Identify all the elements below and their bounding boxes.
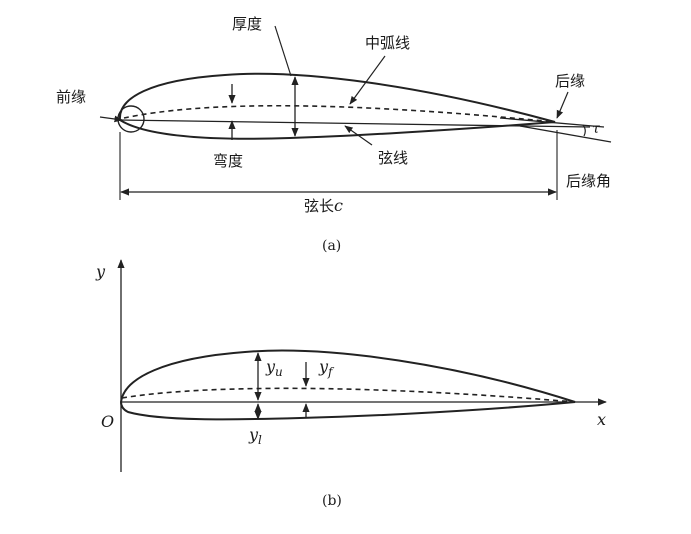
label-tau: τ	[592, 121, 600, 137]
caption-b: (b)	[322, 493, 342, 509]
label-trailing-edge: 后缘	[555, 72, 585, 90]
airfoil-outline-a	[118, 72, 556, 140]
mean-camber-line	[123, 104, 556, 123]
trailing-edge-tangent-upper	[499, 117, 605, 128]
label-y-l: yl	[248, 425, 262, 447]
leading-edge-circle	[117, 105, 145, 133]
label-y-f: yf	[318, 357, 335, 379]
tau-arc	[582, 124, 586, 137]
label-y-axis: y	[95, 262, 106, 281]
caption-a: (a)	[322, 238, 341, 254]
chord-line-leader	[344, 125, 373, 146]
mean-camber-line-b	[121, 387, 576, 403]
label-camber: 弯度	[213, 152, 243, 170]
label-chord-length: 弦长c	[304, 196, 343, 215]
diagram-a: 厚度 中弧线 前缘 后缘 弯度 弦线 后缘角 τ 弦长c (a)	[56, 15, 612, 254]
trailing-edge-tangent-lower	[519, 125, 612, 143]
label-origin: O	[101, 412, 114, 431]
thickness-leader	[274, 25, 292, 77]
mean-camber-leader	[349, 55, 386, 105]
diagram-b: y x O yu yf yl (b)	[95, 259, 607, 509]
trailing-edge-leader	[556, 91, 569, 119]
label-x-axis: x	[597, 410, 606, 429]
label-trailing-edge-angle: 后缘角	[566, 172, 611, 190]
airfoil-outline-b	[119, 349, 576, 421]
label-mean-camber-line: 中弧线	[365, 34, 410, 52]
label-leading-edge: 前缘	[56, 88, 86, 106]
label-y-u: yu	[265, 357, 283, 379]
label-chord-line: 弦线	[378, 149, 408, 167]
label-thickness: 厚度	[232, 15, 262, 33]
chord-line	[119, 119, 591, 128]
